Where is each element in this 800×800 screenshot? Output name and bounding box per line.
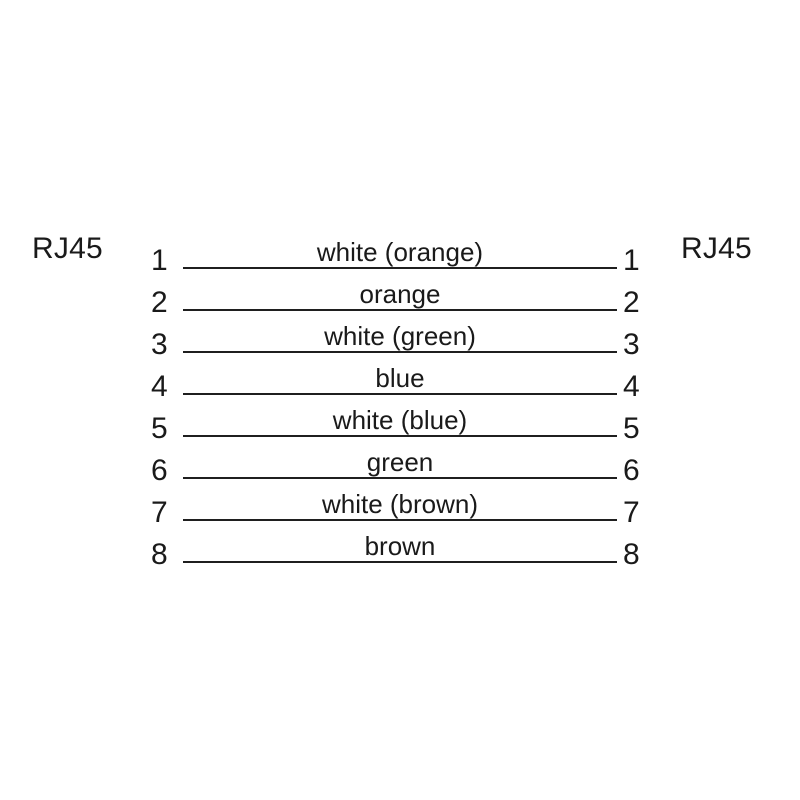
right-pin-number: 4 [623,370,640,403]
right-pin-number: 1 [623,244,640,277]
wire-color-label: brown [364,531,436,561]
left-pin-number: 7 [151,496,168,529]
left-pin-number: 1 [151,244,168,277]
wire-row: 6 green 6 [145,437,655,486]
left-connector-label: RJ45 [32,232,103,265]
wire-row: 5 white (blue) 5 [145,395,655,444]
wire-line [183,309,617,311]
wire-line [183,519,617,521]
left-pin-number: 2 [151,286,168,319]
left-pin-number: 3 [151,328,168,361]
wire-row: 7 white (brown) 7 [145,479,655,528]
wire-line [183,393,617,395]
wire-color-label: white (brown) [321,489,479,519]
wire-row: 4 blue 4 [145,353,655,402]
left-pin-number: 6 [151,454,168,487]
wire-row: 1 white (orange) 1 [145,227,655,276]
wire-line [183,351,617,353]
wire-row: 2 orange 2 [145,269,655,318]
wire-line [183,267,617,269]
wire-row: 3 white (green) 3 [145,311,655,360]
wire-color-label: green [366,447,434,477]
right-pin-number: 7 [623,496,640,529]
left-pin-number: 4 [151,370,168,403]
wire-row: 8 brown 8 [145,521,655,570]
wire-color-label: blue [375,363,425,393]
right-pin-number: 8 [623,538,640,571]
wire-line [183,477,617,479]
left-pin-number: 8 [151,538,168,571]
wire-line [183,435,617,437]
right-pin-number: 6 [623,454,640,487]
wire-color-label: white (blue) [332,405,468,435]
right-connector-label: RJ45 [681,232,752,265]
wire-color-label: orange [359,279,441,309]
wire-color-label: white (green) [324,321,476,351]
right-pin-number: 3 [623,328,640,361]
left-pin-number: 5 [151,412,168,445]
right-pin-number: 5 [623,412,640,445]
wire-line [183,561,617,563]
wire-color-label: white (orange) [316,237,484,267]
right-pin-number: 2 [623,286,640,319]
